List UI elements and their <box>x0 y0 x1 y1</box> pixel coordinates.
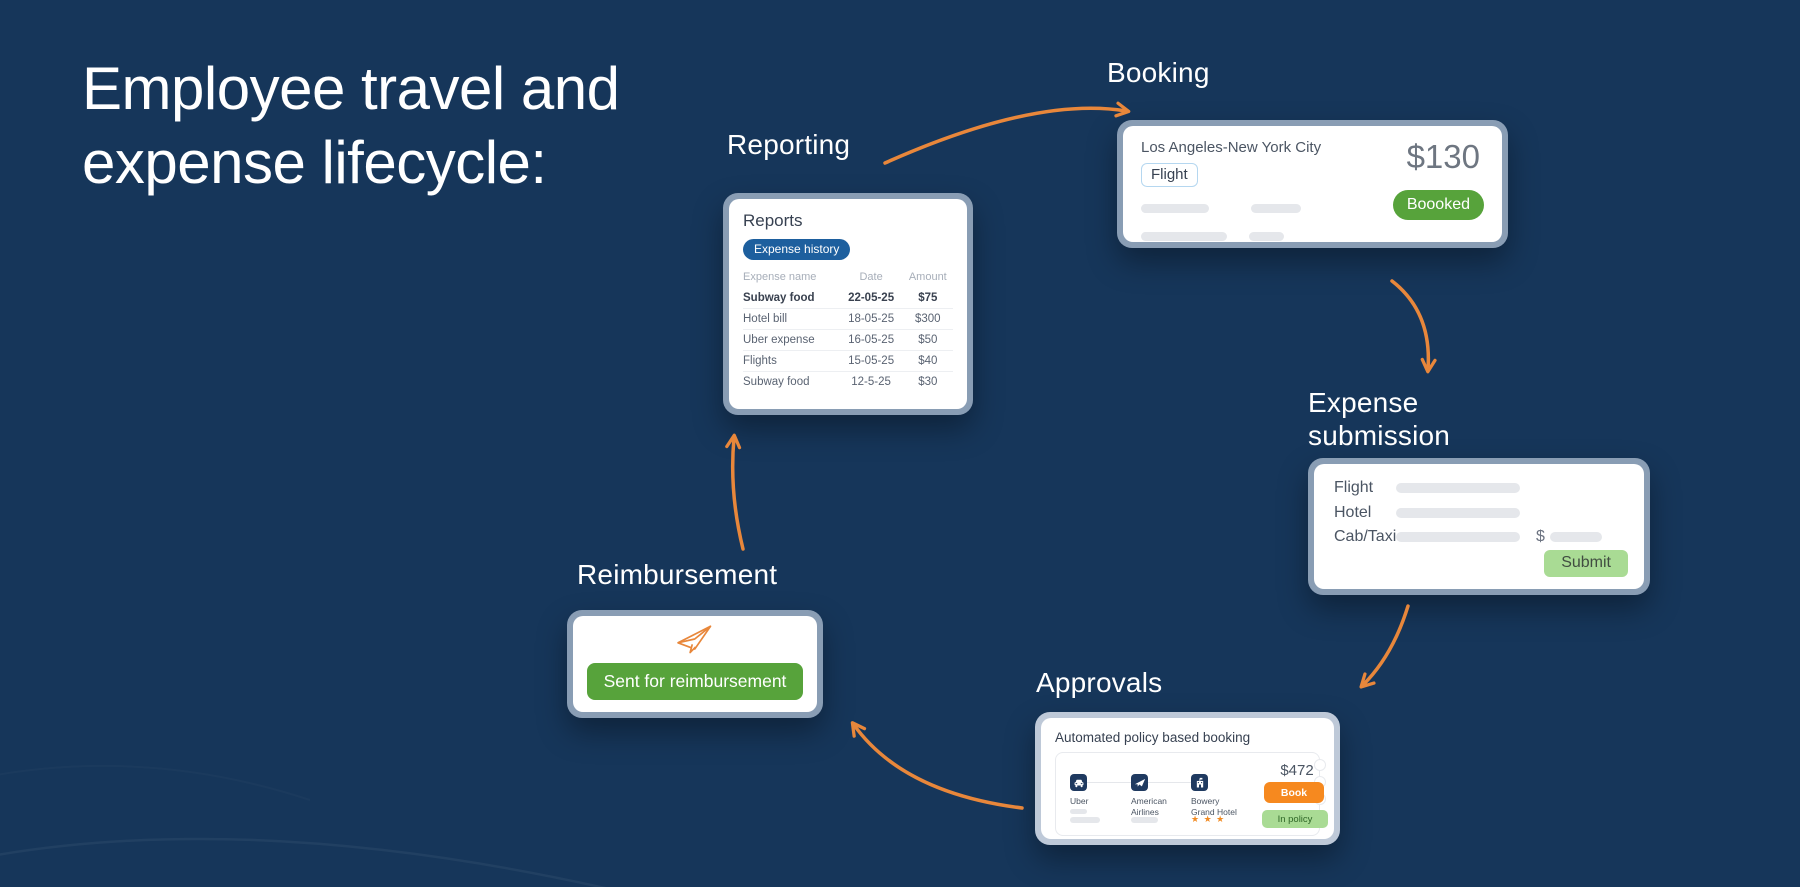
step-label-reporting: Reporting <box>727 129 851 160</box>
sent-for-reimbursement-button[interactable]: Sent for reimbursement <box>587 663 803 700</box>
currency-symbol: $ <box>1536 528 1545 545</box>
approvals-card-title: Automated policy based booking <box>1055 730 1251 745</box>
arrow-approvals-to-reimbursement <box>850 721 1024 810</box>
step-label-reimbursement: Reimbursement <box>577 559 778 590</box>
amount-placeholder[interactable] <box>1550 532 1602 542</box>
reimbursement-card: Sent for reimbursement <box>567 610 823 718</box>
booking-option-ticket: Uber American Airlines Bowery Grand Hote… <box>1055 752 1328 836</box>
reporting-card: Reports Expense history Expense name Dat… <box>723 193 973 415</box>
expense-row-hotel: Hotel <box>1334 504 1372 521</box>
arrow-reimbursement-to-reporting <box>725 433 745 551</box>
in-policy-badge: In policy <box>1262 810 1328 828</box>
placeholder-row <box>1141 228 1484 242</box>
vendor-name-uber: Uber <box>1070 796 1089 806</box>
reports-title: Reports <box>743 211 803 230</box>
booking-price: $130 <box>1406 138 1480 175</box>
submit-button[interactable]: Submit <box>1544 550 1628 577</box>
arrow-booking-to-expense <box>1390 279 1437 374</box>
col-date: Date <box>859 271 883 283</box>
booked-button[interactable]: Boooked <box>1392 190 1484 220</box>
expense-row-cab: Cab/Taxi <box>1334 528 1397 545</box>
hotel-icon <box>1191 774 1208 791</box>
book-button[interactable]: Book <box>1264 782 1324 803</box>
input-placeholder[interactable] <box>1396 483 1520 493</box>
step-label-approvals: Approvals <box>1036 667 1163 698</box>
expense-history-tab[interactable]: Expense history <box>743 239 851 260</box>
approvals-card: Automated policy based booking <box>1035 712 1340 845</box>
arrow-reporting-to-booking <box>883 101 1131 165</box>
arrow-expense-to-approvals <box>1359 604 1410 689</box>
vendor-name-bowery-grand-hotel: Bowery Grand Hotel <box>1191 796 1237 817</box>
step-label-booking: Booking <box>1107 57 1210 88</box>
vendor-name-american-airlines: American Airlines <box>1131 796 1167 817</box>
input-placeholder[interactable] <box>1396 508 1520 518</box>
car-icon <box>1070 774 1087 791</box>
plane-icon <box>1131 774 1148 791</box>
flight-tag[interactable]: Flight <box>1141 163 1198 187</box>
step-label-expense-submission: Expense submission <box>1308 387 1451 452</box>
booking-route: Los Angeles-New York City <box>1141 139 1322 156</box>
expense-submission-card: Flight Hotel Cab/Taxi $ Submit <box>1308 458 1650 595</box>
placeholder-row <box>1141 200 1484 218</box>
paper-plane-icon <box>672 622 717 661</box>
expense-row-flight: Flight <box>1334 479 1374 496</box>
approvals-price: $472 <box>1280 762 1314 779</box>
page-title: Employee travel and expense lifecycle: <box>82 55 620 197</box>
col-amount: Amount <box>908 271 947 283</box>
input-placeholder[interactable] <box>1396 532 1520 542</box>
booking-card: Los Angeles-New York City Flight $130 Bo… <box>1117 120 1508 248</box>
col-expense-name: Expense name <box>743 271 817 283</box>
hotel-star-rating: ★ ★ ★ <box>1191 814 1226 824</box>
